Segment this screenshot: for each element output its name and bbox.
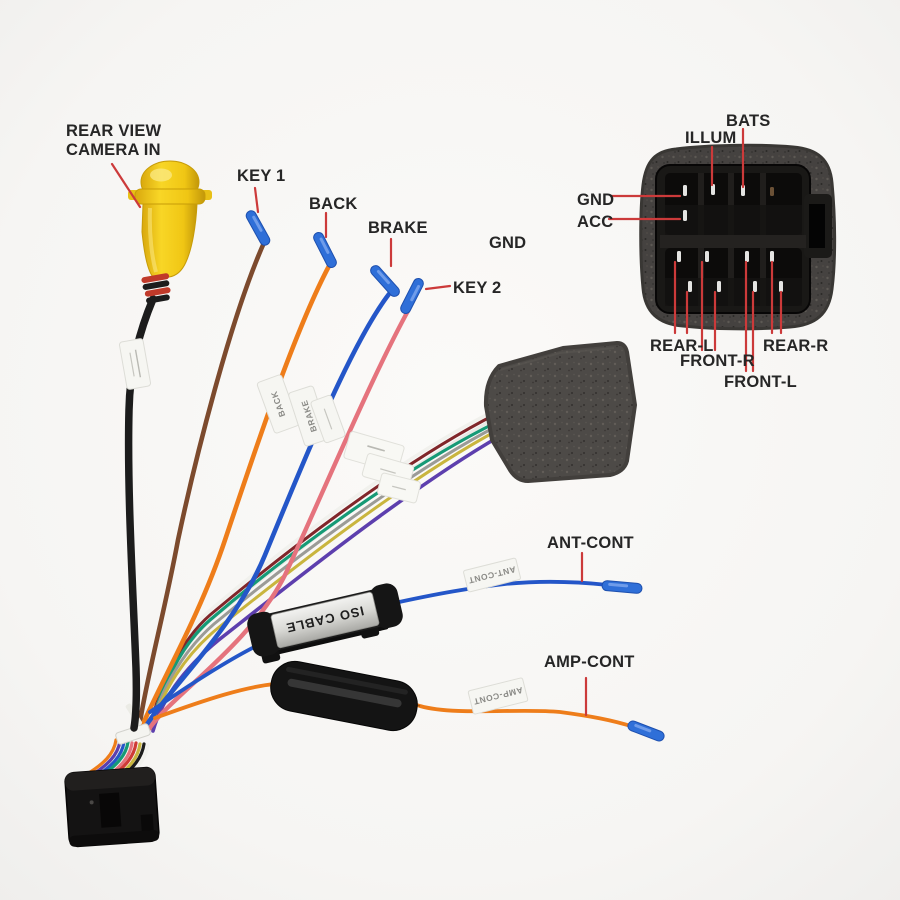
label-brake: BRAKE bbox=[368, 219, 428, 237]
callout-line-front-r bbox=[700, 260, 717, 352]
label-front-l: FRONT-L bbox=[724, 373, 797, 391]
label-acc: ACC bbox=[577, 213, 613, 231]
rca-strain-relief bbox=[141, 273, 171, 304]
connector-pins bbox=[677, 184, 783, 292]
ant-wire-tip bbox=[601, 580, 643, 594]
callout-line-camera bbox=[110, 162, 142, 209]
callout-labels: REAR VIEW CAMERA IN KEY 1 BACK BRAKE GND… bbox=[66, 112, 828, 671]
amp-wire-tip bbox=[627, 720, 665, 742]
label-key1: KEY 1 bbox=[237, 167, 285, 185]
callout-lines bbox=[110, 127, 783, 717]
amp-noise-filter bbox=[270, 660, 418, 732]
callout-line-rear-l bbox=[673, 260, 689, 335]
tag-back: BACK bbox=[256, 374, 300, 434]
label-rear-r: REAR-R bbox=[763, 337, 828, 355]
wire-brake bbox=[143, 291, 392, 729]
label-key2: KEY 2 bbox=[453, 279, 501, 297]
label-ant-cont: ANT-CONT bbox=[547, 534, 634, 552]
iso-cable-filter: ISO CABLE bbox=[247, 583, 403, 664]
wire-back bbox=[140, 263, 332, 727]
label-back: BACK bbox=[309, 195, 357, 213]
iso-connector-block bbox=[639, 143, 837, 331]
tag-amp-cont: AMP-CONT bbox=[467, 677, 529, 715]
label-illum: ILLUM bbox=[685, 129, 736, 147]
label-gnd-center: GND bbox=[489, 234, 526, 252]
label-amp-cont: AMP-CONT bbox=[544, 653, 635, 671]
callout-line-key2 bbox=[424, 284, 452, 291]
tag-ant-cont: ANT-CONT bbox=[463, 557, 521, 593]
wire-key1 bbox=[137, 242, 266, 725]
wire-tips bbox=[245, 210, 424, 314]
label-front-r: FRONT-R bbox=[680, 352, 755, 370]
wire-tags: BACK BRAKE ANT-CONT AMP-CONT bbox=[118, 338, 529, 715]
label-rear-view-camera-line2: CAMERA IN bbox=[66, 141, 161, 159]
label-gnd: GND bbox=[577, 191, 614, 209]
iso-power-plug bbox=[64, 766, 160, 848]
label-rear-view-camera-line1: REAR VIEW bbox=[66, 122, 162, 140]
callout-line-key1 bbox=[253, 186, 260, 214]
label-rear-l: REAR-L bbox=[650, 337, 714, 355]
label-bats: BATS bbox=[726, 112, 771, 130]
foam-block bbox=[483, 341, 637, 483]
callout-line-front-l bbox=[744, 260, 755, 373]
callout-line-rear-r bbox=[770, 260, 783, 335]
rca-connector bbox=[128, 160, 212, 304]
